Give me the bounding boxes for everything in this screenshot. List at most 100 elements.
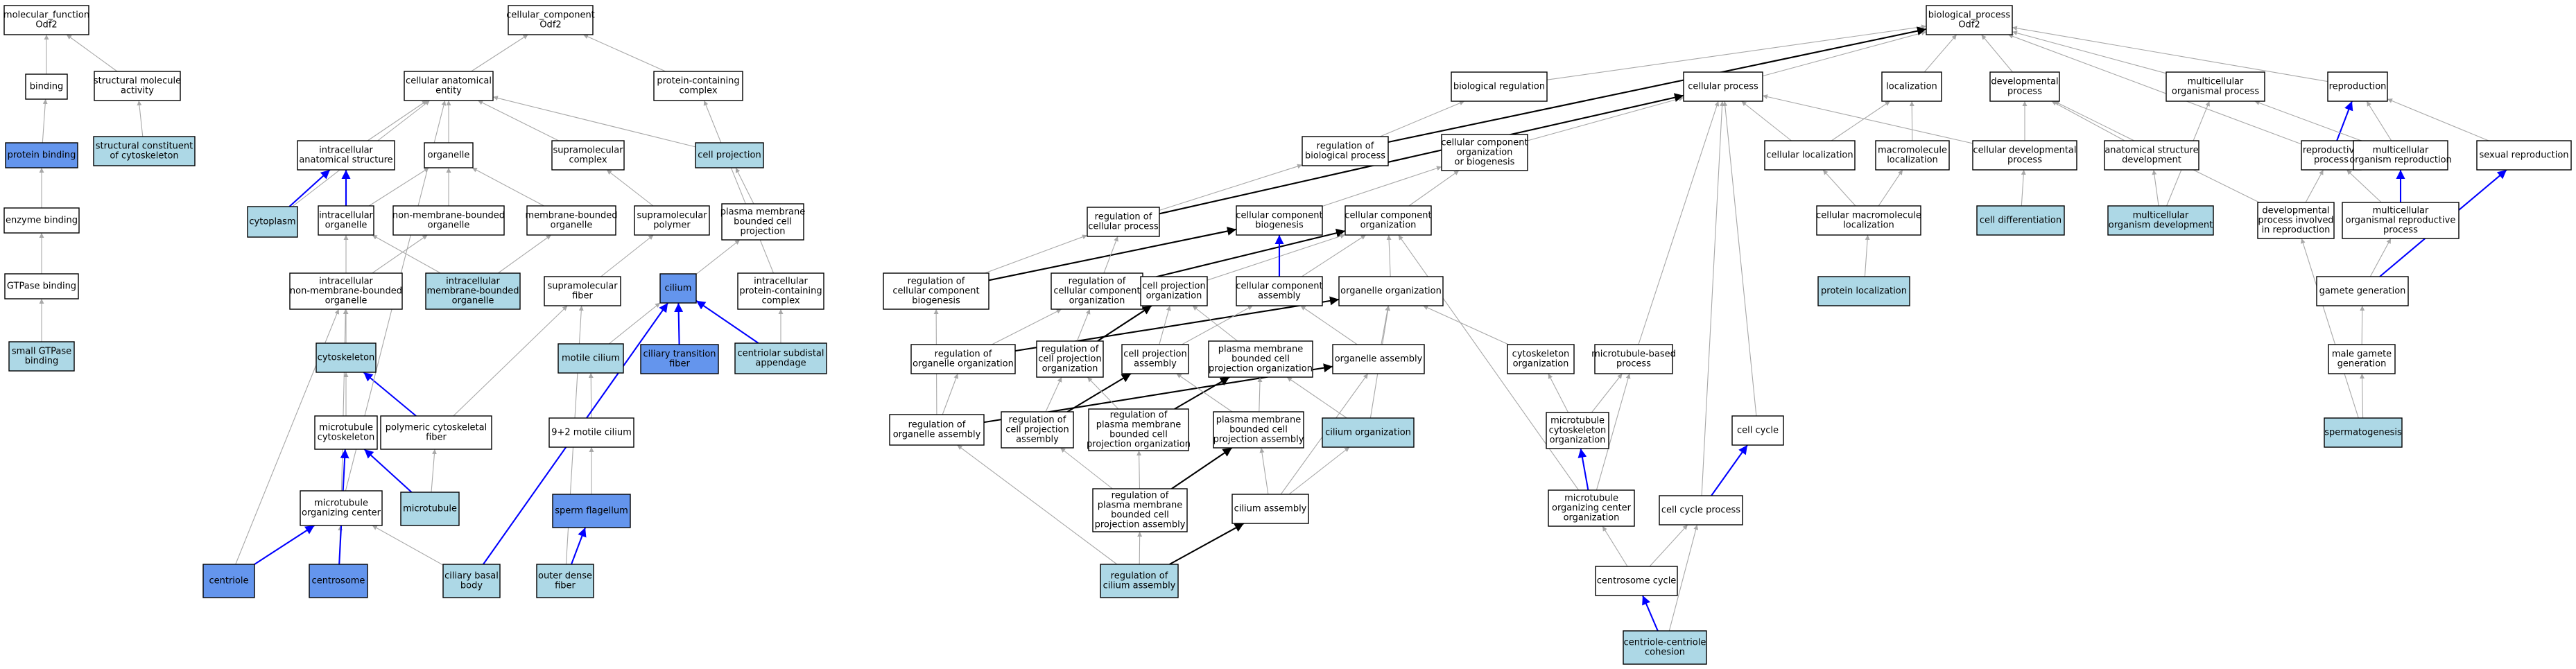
go-term-node-gamete-gen[interactable]: gamete generation: [2316, 276, 2409, 306]
go-term-node-localization[interactable]: localization: [1881, 71, 1942, 102]
go-term-node-cell-cycle[interactable]: cell cycle: [1731, 415, 1784, 446]
go-term-node-sexual-repro[interactable]: sexual reproduction: [2476, 140, 2572, 171]
node-label: microtubule: [1550, 416, 1605, 426]
go-term-node-centriole[interactable]: centriole: [202, 564, 255, 598]
go-term-node-ic-nmb-organelle[interactable]: intracellularnon-membrane-boundedorganel…: [289, 272, 403, 310]
go-term-node-binding[interactable]: binding: [25, 73, 68, 100]
go-term-node-gtpase-binding[interactable]: GTPase binding: [4, 273, 79, 299]
go-term-node-bio-reg[interactable]: biological regulation: [1451, 71, 1548, 102]
go-term-node-protein-binding[interactable]: protein binding: [5, 142, 78, 168]
go-term-node-motile-9-2[interactable]: 9+2 motile cilium: [548, 417, 634, 448]
go-term-node-cell-cycle-process[interactable]: cell cycle process: [1659, 495, 1743, 525]
go-term-node-organelle[interactable]: organelle: [424, 142, 474, 168]
go-term-node-centrosome-cycle[interactable]: centrosome cycle: [1595, 566, 1678, 596]
go-term-node-cell-projection[interactable]: cell projection: [695, 142, 764, 168]
node-box: [634, 205, 710, 236]
go-term-node-cellular-process[interactable]: cellular process: [1683, 71, 1763, 102]
go-term-node-sperm-flagellum[interactable]: sperm flagellum: [552, 494, 631, 528]
go-term-node-cytoskeleton[interactable]: cytoskeleton: [315, 342, 377, 373]
go-term-node-org-org[interactable]: organelle organization: [1338, 276, 1444, 306]
go-term-node-cilium[interactable]: cilium: [659, 273, 697, 304]
edge-ciliary_basal_body-to-mtoc: [372, 525, 444, 566]
go-term-node-cilium-org[interactable]: cilium organization: [1322, 417, 1415, 448]
node-label: cilium organization: [1325, 428, 1411, 438]
go-term-node-enzyme-binding[interactable]: enzyme binding: [3, 207, 80, 234]
node-label: plasma membrane: [1096, 420, 1182, 431]
go-term-node-microtubule[interactable]: microtubule: [400, 492, 460, 526]
go-term-node-cell-localization[interactable]: cellular localization: [1764, 140, 1856, 171]
go-term-node-protein-loc[interactable]: protein localization: [1817, 276, 1910, 306]
go-term-node-motile-cilium[interactable]: motile cilium: [557, 343, 624, 374]
go-term-node-cilium-assembly[interactable]: cilium assembly: [1231, 494, 1309, 524]
go-term-node-reproduction[interactable]: reproduction: [2327, 71, 2388, 102]
go-term-node-cytoplasm[interactable]: cytoplasm: [247, 206, 298, 238]
go-term-node-cell-diff[interactable]: cell differentiation: [1976, 205, 2065, 236]
go-term-node-centrosome[interactable]: centrosome: [309, 564, 368, 598]
go-term-node-org-assembly[interactable]: organelle assembly: [1332, 344, 1425, 374]
go-term-node-spermatogenesis[interactable]: spermatogenesis: [2324, 417, 2403, 448]
node-box: [2166, 71, 2265, 102]
